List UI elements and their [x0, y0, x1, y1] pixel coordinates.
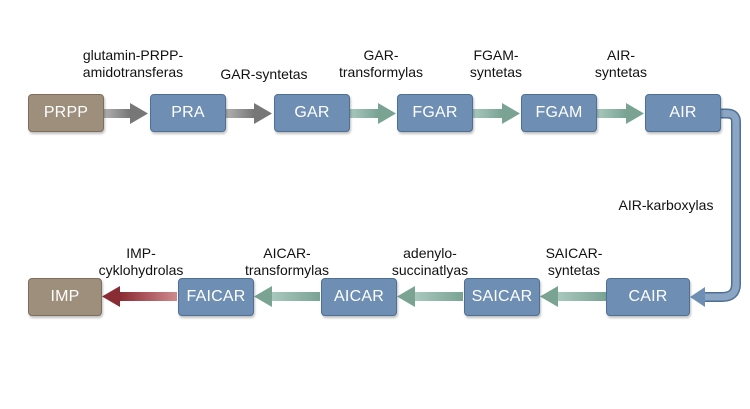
arrow-air-cair	[690, 108, 741, 307]
arrow-gar-fgar	[350, 103, 396, 124]
node-prpp: PRPP	[28, 94, 104, 132]
enzyme-label-aicar-faicar: AICAR- transformylas	[244, 245, 330, 278]
node-aicar: AICAR	[321, 278, 397, 316]
node-cair: CAIR	[606, 278, 690, 316]
arrow-cair-saicar	[540, 286, 606, 307]
enzyme-label-fgar-fgam: FGAM- syntetas	[469, 47, 523, 80]
enzyme-label-fgam-air: AIR- syntetas	[594, 47, 648, 80]
enzyme-label-prpp-pra: glutamin-PRPP- amidotransferas	[82, 47, 184, 80]
arrow-fgar-fgam	[473, 103, 520, 124]
node-saicar: SAICAR	[464, 278, 540, 316]
enzyme-label-air-cair: AIR-karboxylas	[618, 197, 714, 213]
arrow-saicar-aicar	[397, 286, 463, 307]
node-fgam: FGAM	[521, 94, 597, 132]
node-pra: PRA	[150, 94, 226, 132]
node-gar: GAR	[274, 94, 350, 132]
enzyme-label-pra-gar: GAR-syntetas	[220, 66, 308, 82]
arrow-pra-gar	[226, 103, 272, 124]
enzyme-label-faicar-imp: IMP- cyklohydrolas	[98, 245, 184, 278]
arrow-fgam-air	[597, 103, 644, 124]
enzyme-label-gar-fgar: GAR- transformylas	[338, 47, 424, 80]
node-imp: IMP	[28, 278, 102, 316]
arrow-aicar-faicar	[254, 286, 320, 307]
enzyme-label-cair-saicar: SAICAR- syntetas	[545, 245, 603, 278]
node-faicar: FAICAR	[178, 278, 254, 316]
arrow-faicar-imp	[102, 286, 177, 307]
arrow-prpp-pra	[104, 103, 148, 124]
node-fgar: FGAR	[397, 94, 473, 132]
node-air: AIR	[645, 94, 721, 132]
enzyme-label-saicar-aicar: adenylo- succinatlyas	[391, 245, 469, 278]
